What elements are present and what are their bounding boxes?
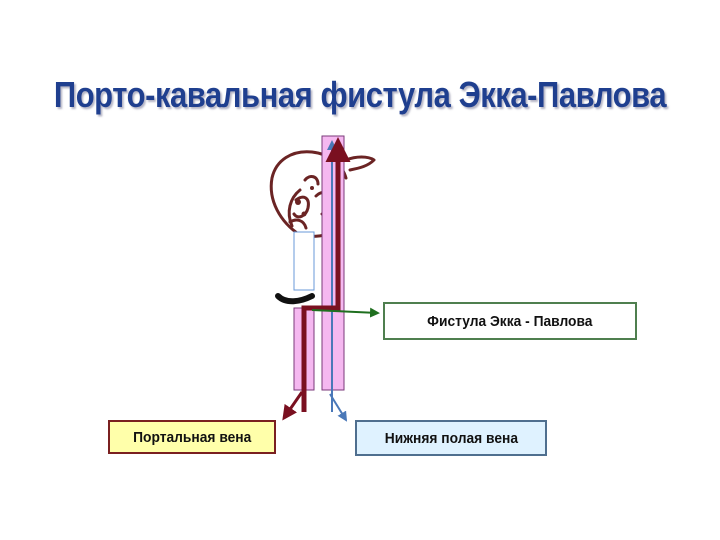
slide-title: Порто-кавальная фистула Экка-Павлова xyxy=(53,74,667,115)
liver-inner-marks xyxy=(295,186,314,217)
ivc-pointer xyxy=(329,393,348,422)
portal-vein-pointer xyxy=(282,391,304,421)
portal-vein-label: Портальная вена xyxy=(108,420,276,454)
fistula-label-text: Фистула Экка - Павлова xyxy=(427,312,593,330)
portal-ligature xyxy=(275,293,315,305)
inferior-vena-cava-label: Нижняя полая вена xyxy=(355,420,547,456)
inferior-vena-cava-label-text: Нижняя полая вена xyxy=(384,429,518,447)
fistula-label: Фистула Экка - Павлова xyxy=(383,302,637,340)
portal-vein-label-text: Портальная вена xyxy=(132,428,252,446)
portal-vein-upper-segment xyxy=(293,231,315,291)
fistula-pointer xyxy=(311,307,380,318)
portal-flow-arrow xyxy=(301,137,351,412)
